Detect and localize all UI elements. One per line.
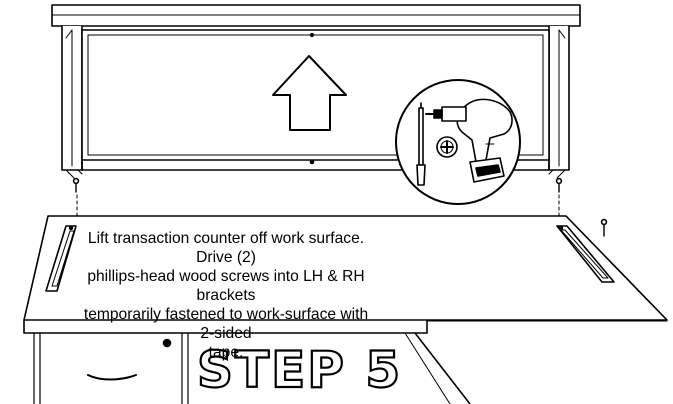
- phillips-head-icon: [436, 136, 458, 158]
- drill-screwdriver-icon: [395, 79, 521, 205]
- instruction-line-1: Lift transaction counter off work surfac…: [87, 230, 365, 266]
- work-surface: [23, 215, 668, 404]
- instruction-line-3: temporarily fastened to work-surface wit…: [83, 306, 369, 342]
- bracket-rh: [556, 225, 615, 283]
- instruction-text: Lift transaction counter off work surfac…: [82, 229, 370, 362]
- up-arrow-icon: [272, 55, 347, 131]
- screw-loose-right: [600, 218, 608, 237]
- bracket-lh: [45, 225, 77, 292]
- instruction-line-2: phillips-head wood screws into LH & RH b…: [87, 268, 365, 304]
- instruction-line-4: tape.: [208, 344, 244, 361]
- step-label: STEP 5: [197, 341, 402, 399]
